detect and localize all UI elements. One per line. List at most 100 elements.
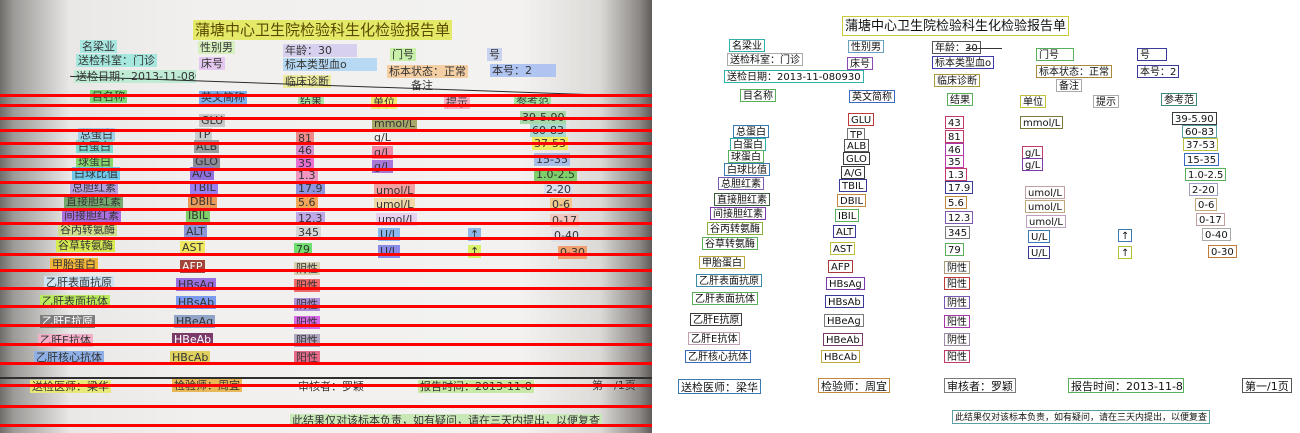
row-name-highlight: 总胆红素 — [70, 181, 118, 194]
item-unit: umol/L — [1025, 200, 1065, 213]
red-line — [0, 155, 652, 158]
row-name-highlight: 球蛋白 — [76, 155, 113, 168]
pre-result: 43 — [945, 116, 964, 129]
item-name: 间接胆红素 — [710, 207, 766, 220]
item-abbr: HBsAb — [825, 295, 864, 308]
item-unit: U/L — [1028, 230, 1051, 243]
item-name: 乙肝表面抗原 — [696, 274, 762, 287]
report-time: 报告时间：2013-11-8 — [1068, 378, 1184, 393]
red-line — [0, 94, 652, 97]
red-line — [0, 181, 652, 184]
item-result: 81 — [945, 130, 964, 143]
red-line — [0, 237, 652, 240]
abbr-highlight: DBIL — [188, 195, 218, 208]
range-highlight: 0-40 — [552, 229, 581, 242]
bed-number: 床号 — [847, 57, 873, 70]
item-name: 白球比值 — [724, 163, 770, 176]
row-name-highlight: 乙肝表面抗原 — [44, 276, 114, 289]
red-line — [0, 305, 652, 308]
range-highlight: 0-6 — [550, 198, 572, 211]
item-result: 5.6 — [945, 196, 967, 209]
result-highlight: 12.3 — [296, 212, 325, 225]
range-highlight: 0-17 — [550, 214, 579, 227]
sample-status: 标本状态：正常 — [1036, 65, 1112, 78]
title-highlight: 蒲塘中心卫生院检验科生化检验报告单 — [193, 20, 453, 40]
send-doctor: 送检医师：梁华 — [678, 379, 761, 394]
item-abbr: GLO — [843, 152, 870, 165]
abbr-highlight: TBIL — [190, 181, 218, 194]
result-highlight: 阳性 — [294, 316, 320, 329]
red-line — [0, 168, 652, 171]
red-line — [0, 384, 652, 387]
row-name-highlight: 谷草转氨酶 — [56, 239, 115, 252]
item-range: 15-35 — [1184, 153, 1220, 166]
remark-field: 备注 — [1056, 79, 1082, 92]
ocr-reconstruction-panel: 蒲塘中心卫生院检验科生化检验报告单 名梁业 性别男 年龄：30 门号 号 送检科… — [652, 0, 1300, 433]
item-result: 阴性 — [944, 261, 970, 274]
item-range: 0-17 — [1196, 213, 1225, 226]
column-header: 提示 — [1093, 95, 1119, 108]
item-unit: g/L — [1022, 158, 1044, 171]
item-result: 阳性 — [944, 315, 970, 328]
examiner: 检验师：周宜 — [818, 378, 890, 393]
col-abbr-highlight: 英文简称 — [199, 91, 247, 104]
result-highlight: 5.6 — [296, 196, 318, 209]
row-name-highlight: 甲胎蛋白 — [50, 258, 98, 271]
sample-type-highlight: 标本类型血o — [283, 58, 377, 71]
red-line — [0, 142, 652, 145]
red-line — [0, 129, 652, 132]
item-abbr: AFP — [828, 260, 853, 273]
row-name-highlight: 乙肝核心抗体 — [34, 351, 104, 364]
item-name: 甲胎蛋白 — [699, 256, 745, 269]
item-name: 谷丙转氨酶 — [707, 222, 763, 235]
item-range: 0-6 — [1195, 198, 1218, 211]
footer-divider — [0, 377, 652, 379]
red-line — [0, 253, 652, 256]
item-name: 总胆红素 — [718, 177, 764, 190]
red-line — [0, 424, 652, 427]
column-header: 英文简称 — [849, 90, 895, 103]
item-result: 79 — [945, 243, 964, 256]
patient-gender: 性别男 — [848, 40, 884, 53]
result-highlight: 阳性 — [294, 279, 320, 292]
item-abbr: A/G — [841, 166, 865, 179]
col-flag-highlight: 提示 — [444, 96, 470, 109]
abbr-highlight: IBIL — [186, 209, 211, 222]
column-header: 单位 — [1020, 95, 1046, 108]
item-result: 12.3 — [945, 211, 974, 224]
sample-no-highlight: 本号：2 — [490, 64, 556, 77]
row-name-highlight: 直接胆红素 — [64, 195, 123, 208]
gender-highlight: 性别男 — [198, 41, 235, 54]
item-abbr: IBIL — [835, 209, 860, 222]
item-name: 直接胆红素 — [714, 193, 770, 206]
extra-highlight: 号 — [487, 48, 502, 61]
item-name: 总蛋白 — [733, 125, 769, 138]
item-result: 阳性 — [944, 350, 970, 363]
name-highlight: 名梁业 — [80, 40, 117, 53]
item-range: 2-20 — [1189, 183, 1218, 196]
extra-field: 号 — [1137, 48, 1167, 61]
unit-highlight: umol/L — [374, 184, 416, 197]
item-abbr: DBIL — [837, 194, 867, 207]
result-highlight: 35 — [296, 157, 314, 170]
item-result: 阳性 — [944, 277, 970, 290]
red-line — [0, 194, 652, 197]
department: 送检科室：门诊 — [727, 53, 803, 66]
clinical-diagnosis: 临床诊断 — [934, 74, 980, 87]
unit-highlight: mmol/L — [372, 117, 418, 130]
item-abbr: AST — [830, 242, 856, 255]
send-date: 送检日期：2013-11-080930 — [724, 70, 864, 83]
red-line — [0, 324, 652, 327]
sample-number: 本号：2 — [1137, 65, 1180, 78]
item-result: 17.9 — [945, 181, 974, 194]
item-range: 1.0-2.5 — [1185, 168, 1227, 181]
sample-type: 标本类型血o — [932, 56, 995, 69]
pre-abbr: GLU — [848, 113, 875, 126]
result-highlight: 1.3 — [296, 169, 318, 182]
item-result: 阴性 — [944, 296, 970, 309]
red-line — [0, 405, 652, 408]
red-line — [0, 362, 652, 365]
page-number: 第一/1页 — [1242, 378, 1292, 393]
item-result: 35 — [945, 155, 964, 168]
range-highlight: 1.0-2.5 — [534, 168, 577, 181]
